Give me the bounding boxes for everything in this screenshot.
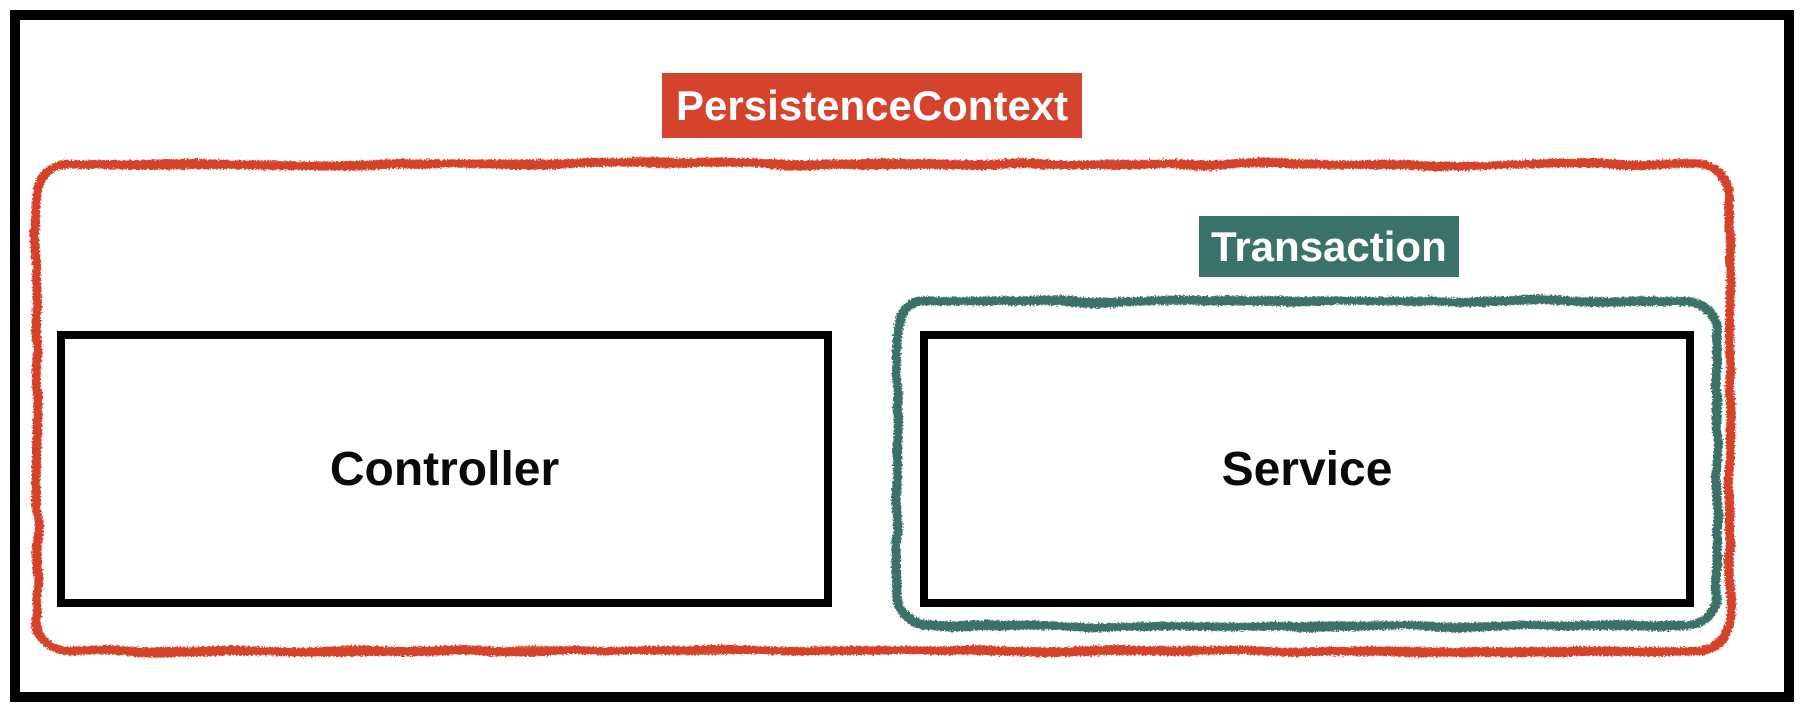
controller-label: Controller: [329, 442, 560, 496]
service-label: Service: [1221, 442, 1393, 496]
controller-box: Controller: [57, 331, 832, 607]
outer-frame: [10, 10, 1794, 702]
service-box: Service: [920, 331, 1694, 607]
transaction-label: Transaction: [1199, 216, 1459, 277]
persistence-context-label: PersistenceContext: [662, 73, 1083, 138]
